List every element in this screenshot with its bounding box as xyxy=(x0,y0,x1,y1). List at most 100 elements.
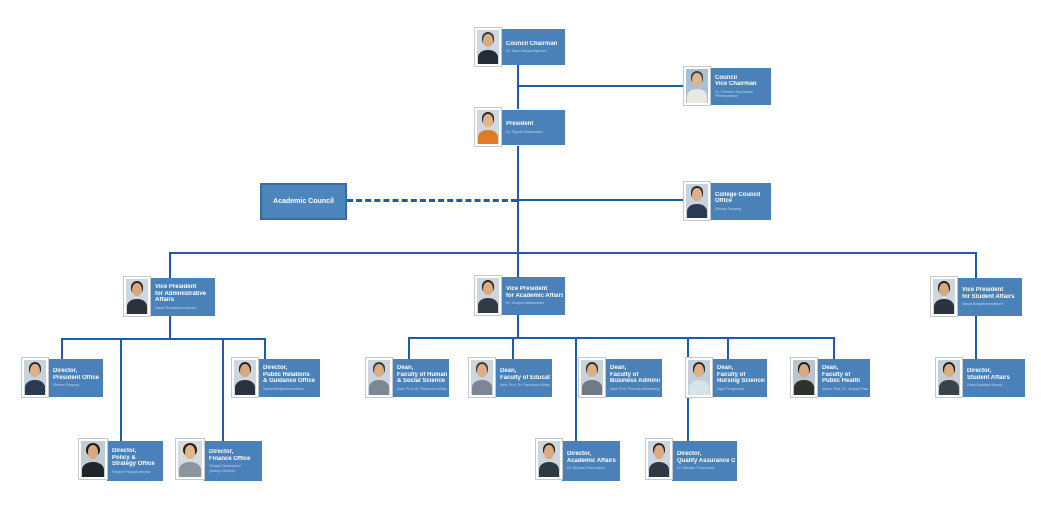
connector-line xyxy=(408,337,410,359)
connector-line xyxy=(517,252,519,278)
portrait-torso xyxy=(477,298,499,313)
node-title: Faculty of Humanities xyxy=(397,371,447,378)
node-title: & Guidance Office xyxy=(263,378,316,385)
node-title: Public Relations xyxy=(263,371,310,378)
node-title: for Administrative xyxy=(155,290,207,297)
node-person-name: Potjana Piyapakornchai xyxy=(112,469,150,474)
node-person-name: Assoc. Prof. Dr. Jirapan Pasapakdeepob xyxy=(822,386,868,391)
node-title: Office xyxy=(715,198,733,205)
portrait-torso xyxy=(688,380,710,395)
portrait-image xyxy=(648,441,670,477)
portrait-torso xyxy=(24,380,46,395)
portrait-photo xyxy=(930,276,958,317)
portrait-photo xyxy=(175,438,205,480)
node-person-name: Sawat Benjathammathorn xyxy=(155,305,197,310)
portrait-image xyxy=(234,360,256,395)
node-person-name: Asst. Prof. Pornsuk Monwaeng xyxy=(610,386,660,391)
portrait-photo xyxy=(365,357,393,398)
portrait-face xyxy=(240,363,250,378)
portrait-image xyxy=(477,110,499,144)
node-person-name: Dr. Theresa Virachanee xyxy=(715,89,753,94)
node-title: Faculty of xyxy=(822,371,851,378)
portrait-image xyxy=(581,360,603,395)
node-person-name: Dr. Piyada Wattanasan xyxy=(506,129,543,134)
portrait-torso xyxy=(234,380,256,395)
portrait-image xyxy=(938,360,960,395)
connector-line xyxy=(169,316,171,340)
node-title: Director, xyxy=(263,364,288,371)
connector-line xyxy=(408,337,835,339)
portrait-image xyxy=(24,360,46,395)
portrait-face xyxy=(587,363,597,378)
portrait-face xyxy=(544,444,554,459)
node-title: Dean, xyxy=(822,364,839,371)
node-person-name: Dr. Sayol Jariyavidyanont xyxy=(506,49,547,54)
portrait-image xyxy=(368,360,390,395)
portrait-face xyxy=(654,444,664,459)
portrait-torso xyxy=(686,88,708,103)
node-person-name: Thitaya Tantamteed xyxy=(209,464,241,469)
node-title: Director, xyxy=(967,368,992,375)
portrait-image xyxy=(471,360,493,395)
node-academic-council: Academic Council xyxy=(260,183,347,220)
portrait-face xyxy=(87,444,99,459)
node-person-name: Sawat Benjathammathorn xyxy=(263,386,305,391)
node-title: Director, xyxy=(209,449,234,455)
portrait-face xyxy=(939,282,949,297)
portrait-torso xyxy=(178,461,202,477)
portrait-torso xyxy=(648,461,670,477)
node-director-quality-assurance-office: Director,Quality Assurance OfficeDr. Wic… xyxy=(672,441,737,481)
connector-line xyxy=(575,337,577,442)
portrait-face xyxy=(944,363,954,378)
portrait-torso xyxy=(538,461,560,477)
portrait-photo xyxy=(474,107,502,147)
portrait-image xyxy=(477,30,499,64)
connector-line xyxy=(264,338,266,360)
portrait-photo xyxy=(474,27,502,67)
portrait-image xyxy=(178,441,202,477)
node-title: Quality Assurance Office xyxy=(677,457,735,464)
portrait-face xyxy=(694,363,704,378)
node-person-name: Sawat Benjathammathorn xyxy=(962,302,1004,307)
portrait-face xyxy=(374,363,384,378)
connector-line xyxy=(833,337,835,359)
node-title: & Social Science xyxy=(397,378,446,385)
node-title: Policy & xyxy=(112,454,136,461)
node-person-name: Phiensunthorn xyxy=(715,94,739,99)
node-title: for Student Affairs xyxy=(962,293,1015,300)
node-title: Vice President xyxy=(962,287,1004,294)
portrait-photo xyxy=(474,275,502,316)
portrait-photo xyxy=(123,276,151,317)
node-title: Faculty of Education xyxy=(500,374,550,381)
portrait-torso xyxy=(477,129,499,144)
portrait-face xyxy=(30,363,40,378)
portrait-photo xyxy=(685,357,713,398)
portrait-torso xyxy=(793,380,815,395)
node-title: Nursing Sciences xyxy=(717,378,765,385)
node-title: Director, xyxy=(567,451,592,458)
node-director-academic-affairs-office: Director,Academic Affairs OfficeDr. Wich… xyxy=(562,441,620,481)
node-title: Council xyxy=(715,74,737,81)
node-person-name: Dario Abdullah Mando xyxy=(967,383,1003,388)
node-title: Director, xyxy=(112,447,137,454)
portrait-face xyxy=(483,33,493,47)
portrait-image xyxy=(686,69,708,103)
node-person-name: Dr. Wichian Panomkuto xyxy=(677,466,715,471)
connector-line xyxy=(120,338,122,442)
portrait-photo xyxy=(645,438,673,480)
node-title: Finance Office xyxy=(209,455,251,462)
node-title: Dean, xyxy=(397,364,414,371)
connector-line xyxy=(169,252,171,279)
connector-line xyxy=(727,337,729,359)
portrait-photo xyxy=(790,357,818,398)
connector-line xyxy=(975,316,977,359)
portrait-torso xyxy=(686,203,708,218)
